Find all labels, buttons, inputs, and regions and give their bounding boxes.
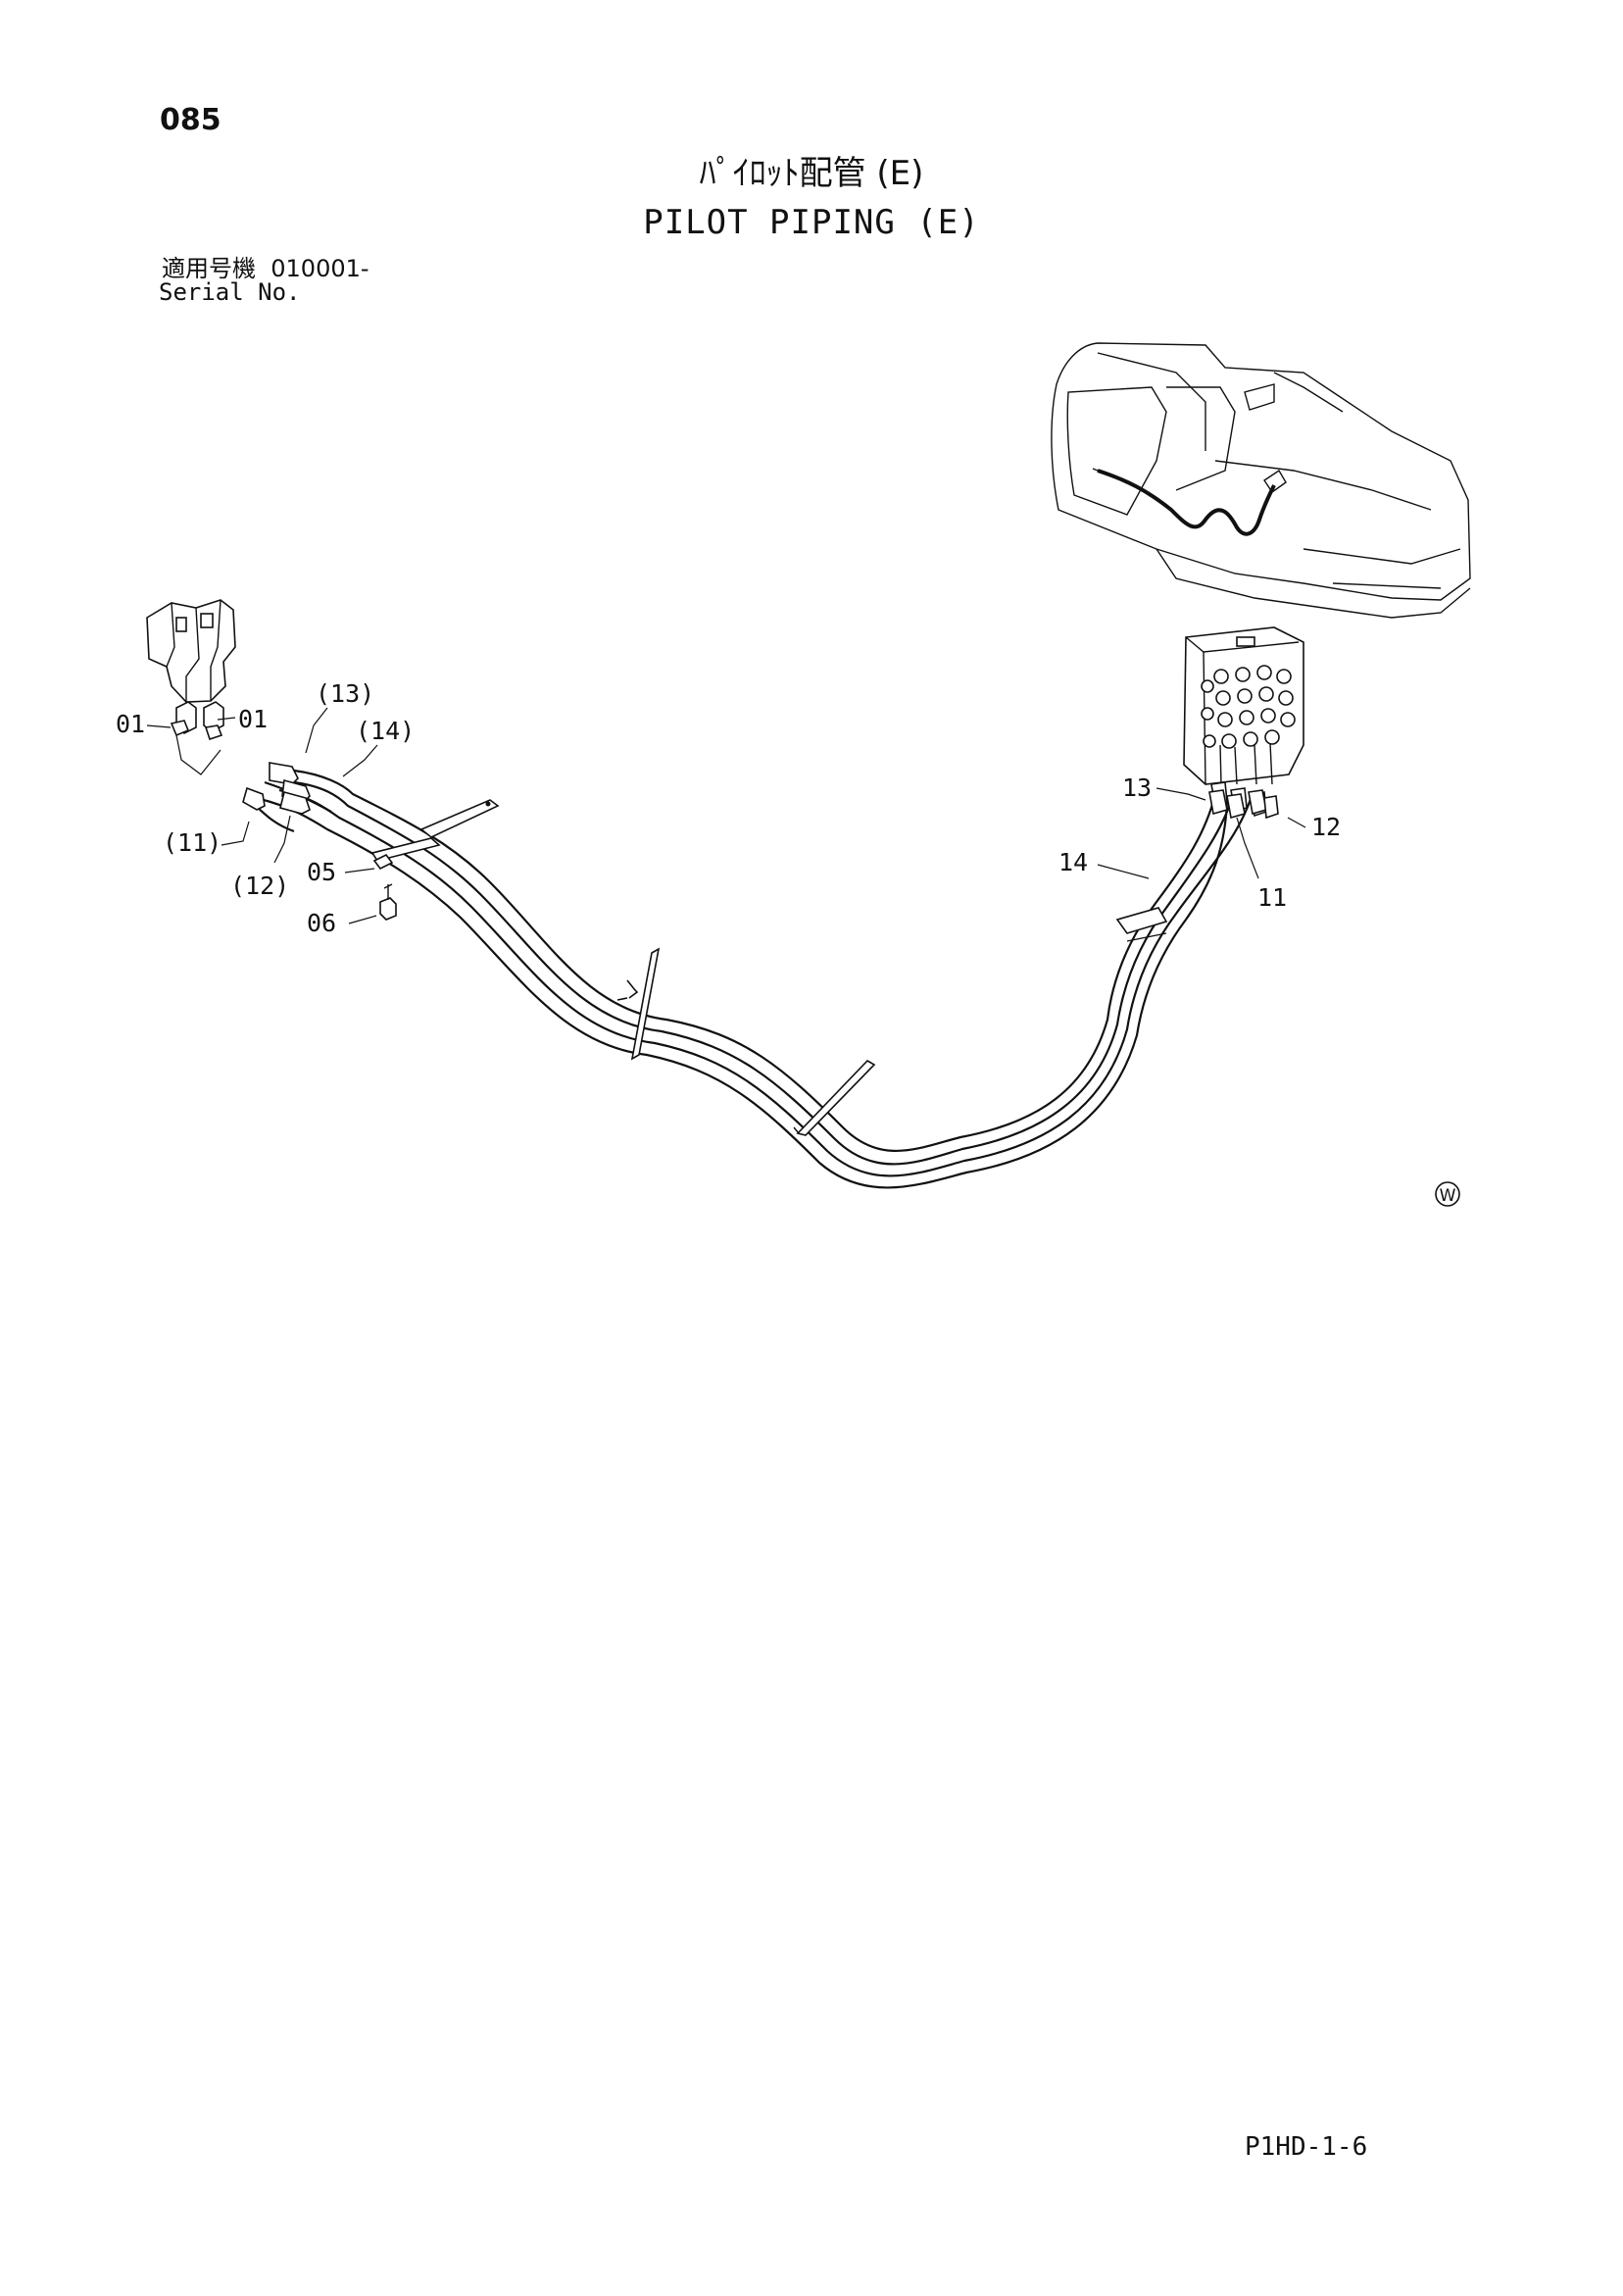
hose-bundle [244,769,1253,1189]
callout-05: 05 [307,858,336,886]
bolt [379,883,397,921]
callout-06: 06 [307,909,336,937]
callout-11-right: 11 [1257,883,1287,912]
leader-lines [146,707,1306,924]
callout-11-left: (11) [163,828,221,857]
control-valve-right [1183,626,1304,818]
serial-label-japanese: 適用号機 010001- [162,257,369,280]
callout-13-right: 13 [1122,774,1152,802]
clamp-plate [370,799,500,871]
excavator-overview-illustration [1051,342,1471,619]
page-title-japanese: ﾊﾟｲﾛｯﾄ配管 (E) [699,154,924,193]
callout-01-left: 01 [116,710,145,738]
callout-12-right: 12 [1311,813,1341,841]
circled-w-letter: W [1440,1186,1456,1206]
serial-label-jp-text: 適用号機 [162,255,256,282]
pilot-valve-left [146,599,236,775]
circled-w-mark: W [1435,1181,1460,1207]
hose-fittings-left [242,762,311,815]
valve-ports [1201,665,1296,749]
callout-01-right: 01 [238,705,268,733]
hose-fittings-right [1208,789,1279,820]
hose-clamp-right [1115,907,1168,942]
serial-label: Serial No. [159,278,301,306]
page-number: 085 [160,103,221,137]
callout-14-right: 14 [1058,848,1088,876]
serial-value: 010001- [270,255,369,282]
callout-14-left: (14) [356,717,415,745]
callout-13-left: (13) [316,679,374,708]
page-title: PILOT PIPING (E) [643,203,980,242]
callout-12-left: (12) [230,872,289,900]
footer-page-code: P1HD-1-6 [1245,2132,1368,2162]
hose-clamps-middle [616,947,876,1136]
